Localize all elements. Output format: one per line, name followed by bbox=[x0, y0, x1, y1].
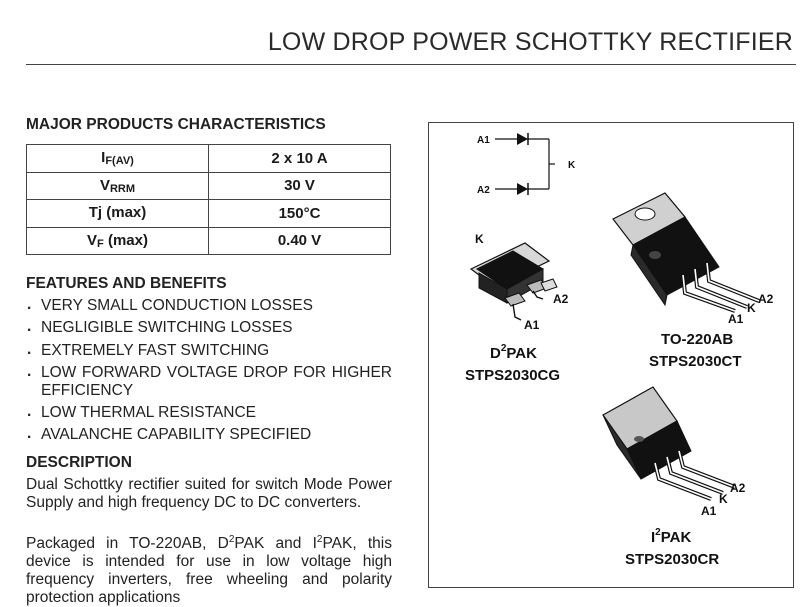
schematic-pin-k: K bbox=[568, 160, 576, 171]
d2pak-drawing: K A2 A1 D2PAK STPS2030CG bbox=[465, 232, 569, 384]
d2pak-pin-a1: A1 bbox=[524, 318, 540, 332]
diode-schematic: A1 A2 K bbox=[477, 133, 576, 196]
i2pak-pin-a1: A1 bbox=[701, 504, 717, 518]
to220-part-number: STPS2030CT bbox=[649, 353, 742, 370]
d2pak-package-name: D2PAK bbox=[490, 343, 537, 362]
param-cell: VRRM bbox=[26, 171, 209, 200]
list-item: EXTREMELY FAST SWITCHING bbox=[26, 341, 392, 360]
schematic-pin-a2: A2 bbox=[477, 185, 490, 196]
list-item: LOW FORWARD VOLTAGE DROP FOR HIGHER EFFI… bbox=[26, 363, 392, 400]
i2pak-part-number: STPS2030CR bbox=[625, 551, 719, 568]
d2pak-pin-k: K bbox=[475, 232, 484, 246]
value-cell: 2 x 10 A bbox=[208, 144, 391, 173]
table-row: IF(AV) 2 x 10 A bbox=[26, 144, 391, 173]
d2pak-pin-a2: A2 bbox=[553, 292, 569, 306]
to220-pin-k: K bbox=[747, 301, 756, 315]
list-item: VERY SMALL CONDUCTION LOSSES bbox=[26, 296, 392, 315]
i2pak-pin-a2: A2 bbox=[730, 481, 746, 495]
to220-drawing: A1 K A2 TO-220AB STPS2030CT bbox=[612, 192, 774, 370]
i2pak-pin-k: K bbox=[719, 492, 728, 506]
schematic-pin-a1: A1 bbox=[477, 135, 490, 146]
table-row: VRRM 30 V bbox=[26, 171, 391, 200]
to220-pin-a2: A2 bbox=[758, 292, 774, 306]
package-frame: A1 A2 K K A2 A1 D2PAK STPS2030CG bbox=[428, 122, 794, 588]
features-heading: FEATURES AND BENEFITS bbox=[26, 275, 227, 292]
to220-package-name: TO-220AB bbox=[661, 331, 733, 348]
value-cell: 30 V bbox=[208, 171, 391, 200]
param-cell: VF (max) bbox=[26, 226, 209, 255]
i2pak-drawing: A1 K A2 I2PAK STPS2030CR bbox=[602, 386, 746, 568]
table-row: VF (max) 0.40 V bbox=[26, 226, 391, 255]
list-item: LOW THERMAL RESISTANCE bbox=[26, 403, 392, 422]
list-item: NEGLIGIBLE SWITCHING LOSSES bbox=[26, 318, 392, 337]
description-paragraph: Packaged in TO-220AB, D2PAK and I2PAK, t… bbox=[26, 534, 392, 607]
characteristics-heading: MAJOR PRODUCTS CHARACTERISTICS bbox=[26, 116, 326, 133]
i2pak-package-name: I2PAK bbox=[651, 527, 691, 546]
title-rule bbox=[26, 64, 796, 65]
description-paragraph: Dual Schottky rectifier suited for switc… bbox=[26, 476, 392, 511]
to220-pin-a1: A1 bbox=[728, 312, 744, 326]
table-row: Tj (max) 150°C bbox=[26, 199, 391, 228]
value-cell: 150°C bbox=[208, 199, 391, 228]
d2pak-part-number: STPS2030CG bbox=[465, 367, 560, 384]
param-cell: IF(AV) bbox=[26, 144, 209, 173]
description-heading: DESCRIPTION bbox=[26, 454, 132, 471]
diode-a2-icon bbox=[517, 183, 528, 195]
list-item: AVALANCHE CAPABILITY SPECIFIED bbox=[26, 425, 392, 444]
features-list: VERY SMALL CONDUCTION LOSSES NEGLIGIBLE … bbox=[26, 296, 392, 449]
page-title: LOW DROP POWER SCHOTTKY RECTIFIER bbox=[267, 28, 793, 56]
value-cell: 0.40 V bbox=[208, 226, 391, 255]
package-drawings: A1 A2 K K A2 A1 D2PAK STPS2030CG bbox=[465, 133, 774, 568]
characteristics-table: IF(AV) 2 x 10 A VRRM 30 V Tj (max) 150°C… bbox=[26, 144, 391, 255]
diode-a1-icon bbox=[517, 133, 528, 145]
param-cell: Tj (max) bbox=[26, 199, 209, 228]
